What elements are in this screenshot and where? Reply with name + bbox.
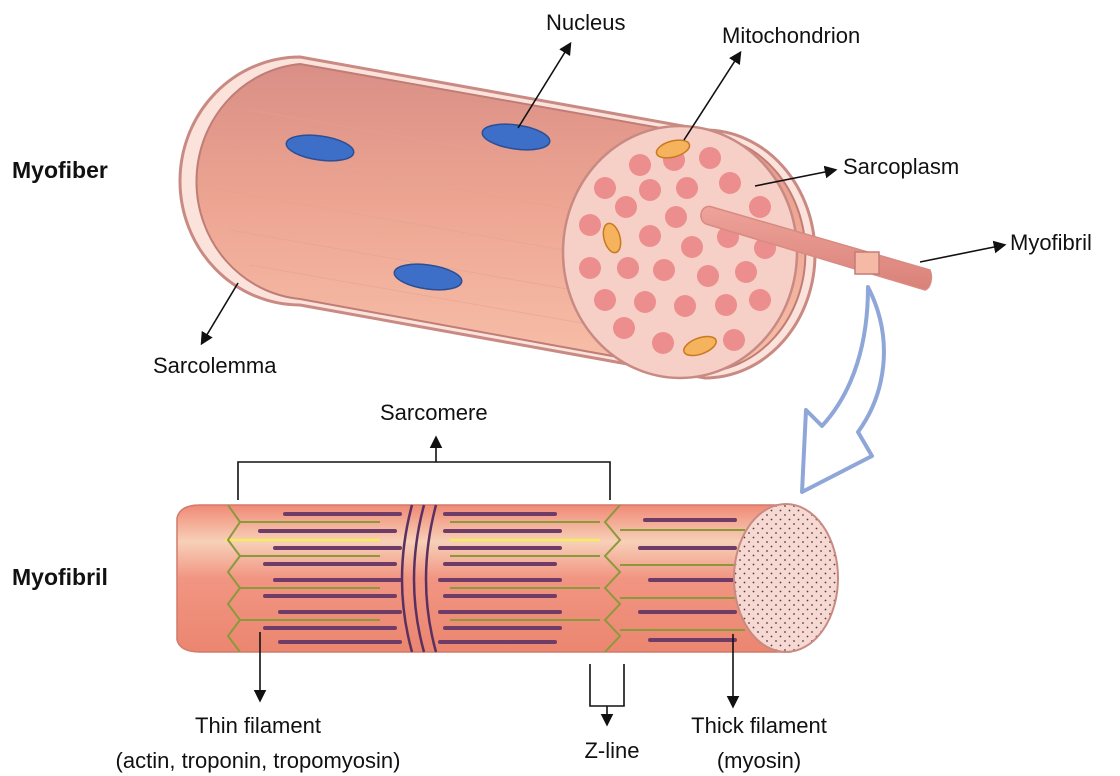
sarcolemma-label: Sarcolemma xyxy=(153,353,277,378)
z-line-bracket xyxy=(590,664,624,706)
sarcomere-bracket xyxy=(238,462,610,500)
mitochondrion-label: Mitochondrion xyxy=(722,23,860,48)
thick-filament-label: Thick filament xyxy=(691,713,827,738)
sarcolemma-pointer xyxy=(202,283,238,343)
myofibril-label: Myofibril xyxy=(1010,230,1092,255)
sarcomere-label: Sarcomere xyxy=(380,400,488,425)
myofiber-cylinder xyxy=(180,57,931,378)
myofibril-zoom-box xyxy=(855,252,879,274)
myofiber-heading: Myofiber xyxy=(12,157,108,183)
thin-filament-label: Thin filament xyxy=(195,713,321,738)
thick-filament-detail: (myosin) xyxy=(717,748,801,773)
zoom-arrow xyxy=(802,287,884,492)
sarcoplasm-label: Sarcoplasm xyxy=(843,154,959,179)
myofibril-heading: Myofibril xyxy=(12,564,108,590)
nucleus-label: Nucleus xyxy=(546,10,625,35)
myofibril-pointer xyxy=(920,245,1004,262)
myofibril-cylinder xyxy=(177,504,838,652)
mitochondrion-pointer xyxy=(684,53,740,140)
thin-filament-detail: (actin, troponin, tropomyosin) xyxy=(116,748,401,773)
z-line-label: Z-line xyxy=(584,738,639,763)
myofibril-end-face xyxy=(734,504,838,652)
